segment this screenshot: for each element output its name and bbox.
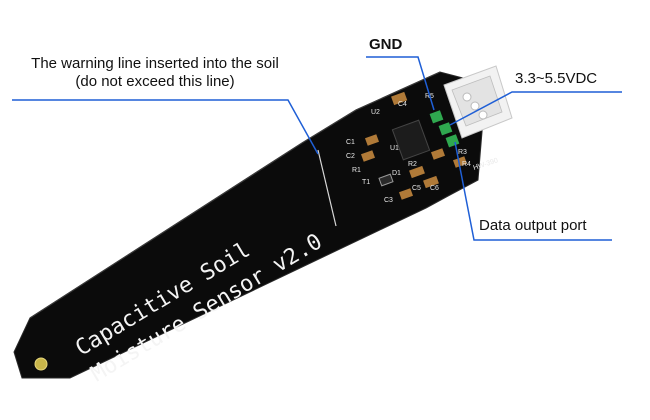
- silk-label: C1: [346, 139, 355, 146]
- silk-label: C5: [412, 185, 421, 192]
- silk-label: R2: [408, 161, 417, 168]
- warning-line-label: The warning line inserted into the soil: [31, 55, 279, 72]
- gnd-callout-line: [366, 56, 435, 111]
- vdc-callout-line: [449, 91, 622, 126]
- data-callout-line: [454, 141, 612, 241]
- silk-label: R3: [458, 149, 467, 156]
- silk-label: C4: [398, 101, 407, 108]
- silk-label: U2: [371, 109, 380, 116]
- callout-lines: [12, 56, 622, 241]
- jst-connector: [443, 65, 513, 139]
- warning-note-label: (do not exceed this line): [75, 73, 235, 90]
- vdc-label: 3.3~5.5VDC: [515, 70, 598, 87]
- warning-callout-line: [12, 99, 319, 155]
- warning-line-callout: The warning line inserted into the soil …: [0, 55, 310, 91]
- silk-label: C6: [430, 185, 439, 192]
- sensor-board: [13, 71, 487, 379]
- mounting-hole: [34, 357, 48, 371]
- silk-label: R1: [352, 167, 361, 174]
- silk-label: T1: [362, 179, 370, 186]
- silk-label: U1: [390, 145, 399, 152]
- gnd-label: GND: [369, 36, 403, 53]
- silk-label: C3: [384, 197, 393, 204]
- silk-label: C2: [346, 153, 355, 160]
- silk-label: D1: [392, 170, 401, 177]
- silk-label: R4: [462, 161, 471, 168]
- components: [360, 91, 468, 200]
- data-port-label: Data output port: [479, 217, 587, 234]
- warning-line: [317, 149, 337, 227]
